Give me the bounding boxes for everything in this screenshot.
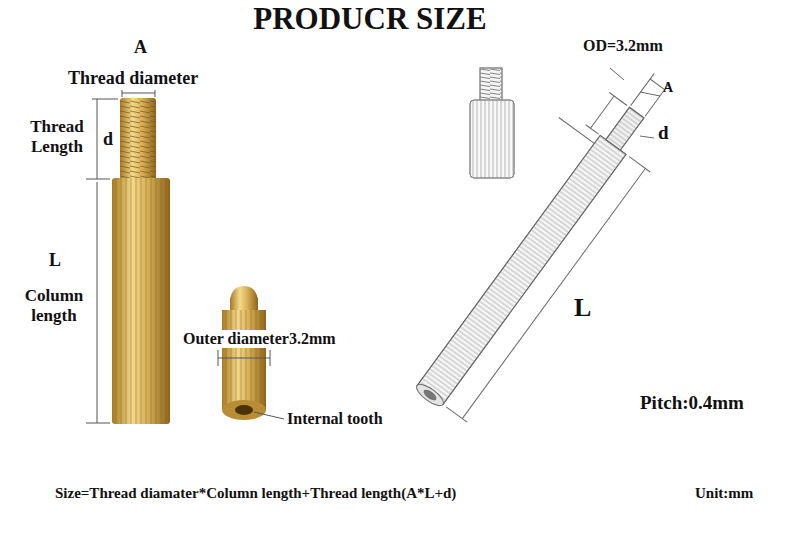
dimension-note: Outer diameter3.2mm	[181, 330, 338, 348]
sketch-standoff-small	[470, 68, 514, 178]
dimension-name: Column length	[12, 286, 96, 325]
dimension-letter: L	[49, 250, 61, 271]
dimension-name: Thread Length	[20, 117, 94, 156]
leader-lines	[610, 68, 660, 138]
dimension-letter: A	[663, 80, 673, 96]
unit-note: Unit:mm	[695, 485, 753, 502]
dimension-note: OD=3.2mm	[583, 37, 663, 55]
dimension-letter: A	[134, 37, 147, 58]
size-formula: Size=Thread diamater*Column length+Threa…	[55, 485, 456, 502]
dimension-letter: d	[658, 122, 669, 144]
title: PRODUCR SIZE	[0, 1, 740, 37]
dimension-lines	[86, 90, 155, 423]
callout-label: Internal tooth	[287, 410, 383, 428]
dimension-name: Thread diameter	[68, 68, 198, 89]
dimension-letter: d	[103, 129, 113, 150]
male-female-standoff	[112, 98, 170, 424]
spec-note: Pitch:0.4mm	[640, 392, 744, 414]
outer-diameter-dimension	[218, 350, 284, 419]
female-end-standoff	[222, 286, 266, 420]
sketch-standoff-long	[378, 43, 699, 427]
dimension-letter: L	[574, 293, 591, 323]
